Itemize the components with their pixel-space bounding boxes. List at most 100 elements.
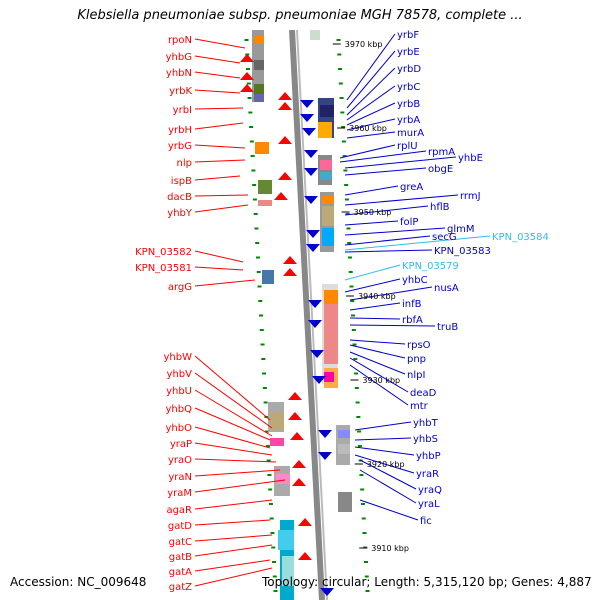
leader-line-right (344, 156, 457, 169)
reverse-gene-arrow (304, 150, 318, 158)
leader-line-right (346, 50, 396, 109)
leader-line-right (354, 421, 412, 431)
leader-line-right (349, 324, 436, 327)
leader-line-left (194, 279, 256, 287)
gene-labels: rpoNyhbGyhbNyrbKyrbIyrbHyrbGnlpispBdacBy… (135, 30, 549, 593)
gene-label-left: yhbW (164, 352, 193, 363)
gene-label-left: yraP (170, 439, 192, 450)
gene-label-right: truB (437, 322, 458, 333)
forward-gene-arrow (278, 102, 292, 110)
gene-label-left: yhbQ (166, 404, 193, 415)
leader-line-right (344, 194, 459, 206)
leader-line-right (344, 264, 401, 281)
leader-line-left (194, 567, 273, 587)
gene-label-right: yrbF (397, 30, 419, 41)
gene-label-right: yhbS (413, 434, 438, 445)
reverse-gene-arrow (310, 350, 324, 358)
leader-line-left (194, 426, 271, 449)
gene-label-left: yraM (167, 488, 192, 499)
gene-block (324, 304, 338, 364)
leader-line-right (346, 33, 396, 101)
leader-line-left (194, 442, 273, 456)
gene-block (322, 228, 334, 246)
reverse-gene-arrow (312, 376, 326, 384)
gene-label-right: rbfA (402, 315, 423, 326)
leader-line-right (359, 459, 417, 490)
gene-block (324, 372, 334, 382)
gene-label-right: hflB (430, 202, 450, 213)
reverse-gene-arrow (302, 128, 316, 136)
leader-line-right (354, 446, 415, 456)
leader-line-left (194, 458, 277, 463)
gene-label-left: ispB (171, 176, 192, 187)
tick-marks (244, 39, 370, 592)
leader-line-left (194, 407, 271, 441)
leader-line-right (344, 220, 399, 226)
gene-block (270, 438, 284, 446)
gene-block (254, 36, 264, 44)
forward-gene-arrow (298, 518, 312, 526)
gene-label-right: yhbT (413, 418, 439, 429)
gene-label-right: greA (400, 182, 423, 193)
gene-label-left: gatZ (169, 582, 192, 593)
forward-gene-arrow (278, 136, 292, 144)
gene-label-right: yhbC (402, 275, 428, 286)
gene-label-left: yrbG (168, 141, 192, 152)
gene-label-left: gatD (168, 521, 192, 532)
leader-line-right (344, 278, 401, 293)
reverse-gene-arrow (320, 588, 334, 596)
leader-line-left (194, 204, 249, 213)
gene-label-right: rrmJ (460, 191, 481, 202)
scale-label: 3960 kbp (349, 124, 387, 133)
gene-label-right: nlpI (407, 370, 425, 381)
chromosome-axis (289, 29, 325, 600)
leader-line-right (344, 185, 399, 196)
gene-block (322, 206, 334, 226)
gene-block (270, 412, 284, 430)
gene-block (254, 60, 264, 70)
gene-block (320, 172, 332, 180)
gene-label-left: yraN (168, 472, 192, 483)
forward-gene-arrow (290, 432, 304, 440)
leader-line-right (344, 235, 491, 251)
forward-gene-arrow (288, 392, 302, 400)
gene-label-right: KPN_03584 (492, 232, 549, 243)
leader-line-left (194, 55, 241, 64)
leader-line-left (194, 144, 246, 149)
leader-line-left (194, 479, 286, 493)
gene-block (258, 180, 272, 194)
reverse-gene-arrow (300, 114, 314, 122)
forward-gene-arrow (274, 192, 288, 200)
forward-gene-arrow (283, 268, 297, 276)
leader-line-left (194, 107, 244, 110)
leader-line-right (346, 131, 396, 139)
leader-line-left (194, 559, 271, 572)
leader-line-right (346, 118, 396, 131)
gene-block (322, 196, 334, 204)
gene-label-right: rpsO (407, 340, 431, 351)
gene-block (282, 556, 294, 586)
gene-block (258, 200, 272, 206)
gene-label-right: yhbP (416, 451, 441, 462)
gene-label-left: yhbG (166, 52, 192, 63)
gene-block (324, 290, 338, 304)
leader-line-right (346, 67, 396, 116)
gene-block (278, 530, 294, 550)
gene-label-right: glmM (447, 224, 475, 235)
leader-line-right (346, 102, 396, 126)
gene-label-left: yraO (168, 455, 192, 466)
gene-block (254, 48, 264, 58)
gene-label-left: yhbO (166, 423, 193, 434)
gene-label-right: yrbA (397, 115, 420, 126)
forward-gene-arrow (240, 54, 254, 62)
leader-line-right (339, 150, 427, 163)
gene-label-right: obgE (428, 164, 453, 175)
leader-line-right (349, 302, 401, 311)
scale-label: 3920 kbp (367, 460, 405, 469)
gene-label-left: yrbI (173, 105, 192, 116)
gene-label-right: yrbC (397, 82, 420, 93)
gene-label-left: yhbY (167, 208, 193, 219)
gene-label-right: infB (402, 299, 422, 310)
gene-label-right: yraQ (418, 485, 442, 496)
